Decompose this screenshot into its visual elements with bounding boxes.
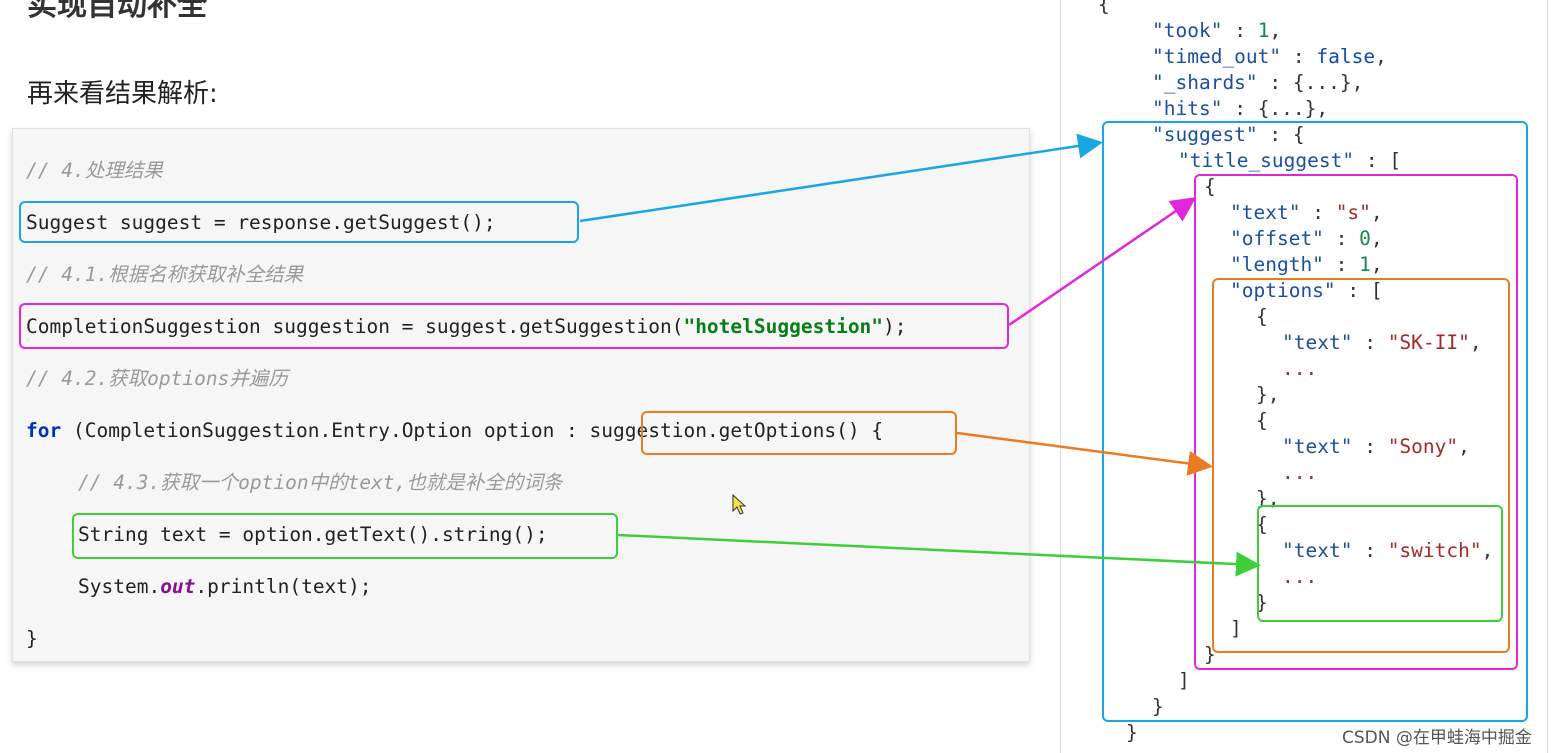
json-option3-text: "text" : "switch", <box>1282 539 1494 562</box>
json-title-suggest: "title_suggest" : [ <box>1178 149 1402 172</box>
json-open-brace: { <box>1098 0 1110 16</box>
highlight-get-text <box>72 513 618 559</box>
highlight-json-suggest <box>1102 121 1528 722</box>
highlight-json-entry <box>1194 174 1518 670</box>
watermark: CSDN @在甲蛙海中掘金 <box>1338 723 1536 748</box>
json-entry-close: } <box>1204 643 1216 666</box>
json-option2-open: { <box>1256 409 1268 432</box>
for-keyword: for <box>26 419 62 442</box>
json-option1-ellipsis: ... <box>1282 357 1318 380</box>
highlight-json-options <box>1212 278 1510 653</box>
code-line-get-suggest: Suggest suggest = response.getSuggest(); <box>26 211 496 234</box>
code-line-println: System.out.println(text); <box>78 575 372 598</box>
json-title-suggest-close: ] <box>1178 669 1190 692</box>
json-option2-close: }, <box>1256 487 1280 510</box>
json-entry-open: { <box>1204 175 1216 198</box>
arrow-suggestion <box>1008 197 1197 327</box>
arrow-options <box>956 431 1213 476</box>
json-took: "took" : 1, <box>1152 19 1282 42</box>
highlight-get-suggestion <box>19 303 1009 349</box>
json-entry-text: "text" : "s", <box>1230 201 1383 224</box>
slide-heading: 再来看结果解析: <box>27 79 218 109</box>
json-option1-close: }, <box>1256 383 1280 406</box>
code-comment-process-result: // 4.处理结果 <box>26 159 163 182</box>
json-options-close: ] <box>1230 617 1242 640</box>
json-entry-offset: "offset" : 0, <box>1230 227 1383 250</box>
json-option3-open: { <box>1256 513 1268 536</box>
slide-title-partial: 实现自动补全 <box>27 0 207 23</box>
json-shards: "_shards" : {...}, <box>1152 71 1364 94</box>
get-options-call: suggestion.getOptions() <box>589 419 860 442</box>
json-option1-text: "text" : "SK-II", <box>1282 331 1482 354</box>
highlight-get-options <box>641 411 957 455</box>
json-option3-ellipsis: ... <box>1282 565 1318 588</box>
java-code-panel <box>12 128 1030 662</box>
code-line-get-suggestion: CompletionSuggestion suggestion = sugges… <box>26 315 907 338</box>
code-comment-get-text: // 4.3.获取一个option中的text,也就是补全的词条 <box>78 471 563 494</box>
mouse-cursor-icon <box>732 494 747 515</box>
code-line-for-loop: for (CompletionSuggestion.Entry.Option o… <box>26 419 884 442</box>
code-line-get-text: String text = option.getText().string(); <box>78 523 548 546</box>
json-suggest-close: } <box>1152 695 1164 718</box>
json-options: "options" : [ <box>1230 279 1383 302</box>
json-option2-text: "text" : "Sony", <box>1282 435 1470 458</box>
json-entry-length: "length" : 1, <box>1230 253 1383 276</box>
json-option1-open: { <box>1256 305 1268 328</box>
json-root-close: } <box>1126 721 1138 744</box>
json-timed-out: "timed_out" : false, <box>1152 45 1387 68</box>
arrow-text <box>617 533 1261 577</box>
json-option2-ellipsis: ... <box>1282 461 1318 484</box>
code-closing-brace: } <box>26 627 38 650</box>
code-comment-get-by-name: // 4.1.根据名称获取补全结果 <box>26 263 304 286</box>
suggestion-name-string: "hotelSuggestion" <box>683 315 884 338</box>
highlight-get-suggest <box>19 201 579 243</box>
arrow-suggest <box>579 133 1103 223</box>
json-response-panel <box>1060 0 1548 753</box>
json-option3-close: } <box>1256 591 1268 614</box>
code-comment-get-options: // 4.2.获取options并遍历 <box>26 367 288 390</box>
json-hits: "hits" : {...}, <box>1152 97 1329 120</box>
json-suggest: "suggest" : { <box>1152 123 1305 146</box>
